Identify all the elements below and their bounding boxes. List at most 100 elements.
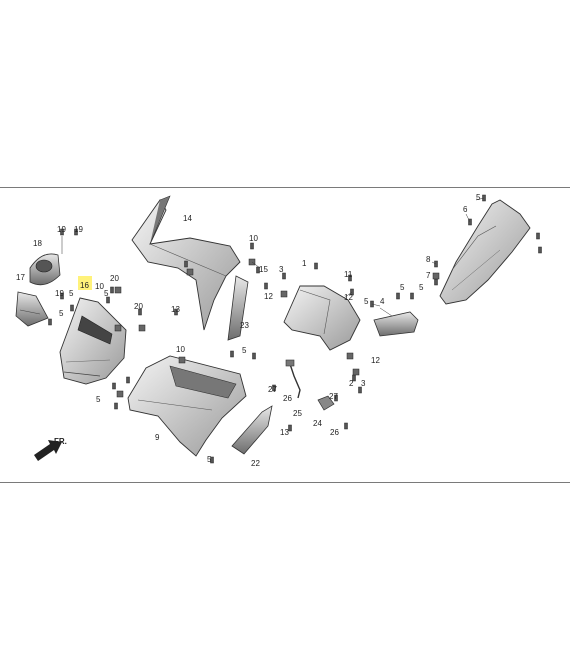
clip-4 <box>178 356 186 364</box>
screw-8 <box>138 308 142 316</box>
screw-6 <box>106 296 110 304</box>
leader-line-6 <box>475 197 485 201</box>
front-direction-label: FR. <box>54 437 67 446</box>
callout-26b: 26 <box>330 428 339 437</box>
callout-7: 7 <box>426 271 431 280</box>
callout-27b: 27 <box>329 392 338 401</box>
callout-19c: 19 <box>55 289 64 298</box>
callout-14: 14 <box>183 214 192 223</box>
callout-15: 15 <box>259 265 268 274</box>
screw-16 <box>114 402 118 410</box>
callout-16: 16 <box>80 281 89 290</box>
clip-7 <box>116 390 124 398</box>
screw-25 <box>396 292 400 300</box>
screw-22 <box>348 274 352 282</box>
callout-12a: 12 <box>264 292 273 301</box>
leader-line-2 <box>251 261 261 269</box>
screw-1 <box>60 228 64 236</box>
callout-5c: 5 <box>104 289 109 298</box>
screw-10 <box>184 260 188 268</box>
screw-29 <box>272 384 276 392</box>
callout-20b: 20 <box>134 302 143 311</box>
clip-2 <box>138 324 146 332</box>
callout-13b: 13 <box>280 428 289 437</box>
callout-10b: 10 <box>249 234 258 243</box>
screw-18 <box>256 266 260 274</box>
callout-24: 24 <box>313 419 322 428</box>
highlight-box <box>78 276 92 290</box>
callout-10a: 10 <box>95 282 104 291</box>
callout-5f: 5 <box>207 455 212 464</box>
leader-line-8 <box>431 261 437 265</box>
screw-7 <box>110 286 114 294</box>
screw-36 <box>538 246 542 254</box>
part-6-side-cover <box>439 199 531 305</box>
diagram-frame <box>0 187 570 483</box>
callout-23: 23 <box>240 321 249 330</box>
leader-line-7 <box>465 213 471 223</box>
screw-27 <box>358 386 362 394</box>
callout-8: 8 <box>426 255 431 264</box>
callout-5g: 5 <box>364 297 369 306</box>
screw-11 <box>250 242 254 250</box>
screw-19 <box>282 272 286 280</box>
leader-line-3 <box>343 291 353 299</box>
screw-35 <box>536 232 540 240</box>
clip-11 <box>432 272 440 280</box>
screw-13 <box>230 350 234 358</box>
leader-line-5 <box>379 307 393 317</box>
part-22-lower-panel <box>231 405 273 455</box>
callout-26a: 26 <box>283 394 292 403</box>
screw-4 <box>48 318 52 326</box>
part-23-side-strip <box>227 275 249 341</box>
callout-17: 17 <box>16 273 25 282</box>
callout-19b: 19 <box>74 225 83 234</box>
screw-20 <box>314 262 318 270</box>
callout-3a: 3 <box>279 265 284 274</box>
screw-31 <box>334 394 338 402</box>
callout-2: 2 <box>349 379 354 388</box>
callout-13a: 13 <box>171 305 180 314</box>
callout-5j: 5 <box>476 193 481 202</box>
screw-2 <box>74 228 78 236</box>
callout-5h: 5 <box>400 283 405 292</box>
front-direction-arrow: FR. <box>34 437 67 461</box>
callout-10c: 10 <box>176 345 185 354</box>
part-25-bracket <box>285 359 301 399</box>
callout-18: 18 <box>33 239 42 248</box>
callout-12c: 12 <box>371 356 380 365</box>
callout-3b: 3 <box>361 379 366 388</box>
screw-9 <box>174 308 178 316</box>
part-18-emblem-cover <box>29 253 61 286</box>
part-24-bracket <box>317 395 335 411</box>
screw-17 <box>210 456 214 464</box>
screw-3 <box>60 292 64 300</box>
part-inner-box <box>283 285 361 351</box>
leader-line-4 <box>371 303 381 307</box>
screw-32 <box>344 422 348 430</box>
callout-5e: 5 <box>96 395 101 404</box>
clip-8 <box>280 290 288 298</box>
callout-5b: 5 <box>59 309 64 318</box>
part-17-lower-insert <box>15 291 49 327</box>
screw-14 <box>126 376 130 384</box>
part-16-front-shield <box>59 297 127 385</box>
callout-19a: 19 <box>57 225 66 234</box>
callout-9: 9 <box>155 433 160 442</box>
screw-26 <box>410 292 414 300</box>
leader-lines <box>61 197 485 317</box>
screw-21 <box>264 282 268 290</box>
callout-11: 11 <box>344 270 353 279</box>
callout-5d: 5 <box>242 346 247 355</box>
screw-5 <box>70 304 74 312</box>
part-4-duct <box>373 311 419 337</box>
clip-10 <box>352 368 360 376</box>
callout-5i: 5 <box>419 283 424 292</box>
clip-1 <box>114 286 122 294</box>
callout-6: 6 <box>463 205 468 214</box>
clip-5 <box>186 268 194 276</box>
screw-30 <box>288 424 292 432</box>
callout-1: 1 <box>302 259 307 268</box>
